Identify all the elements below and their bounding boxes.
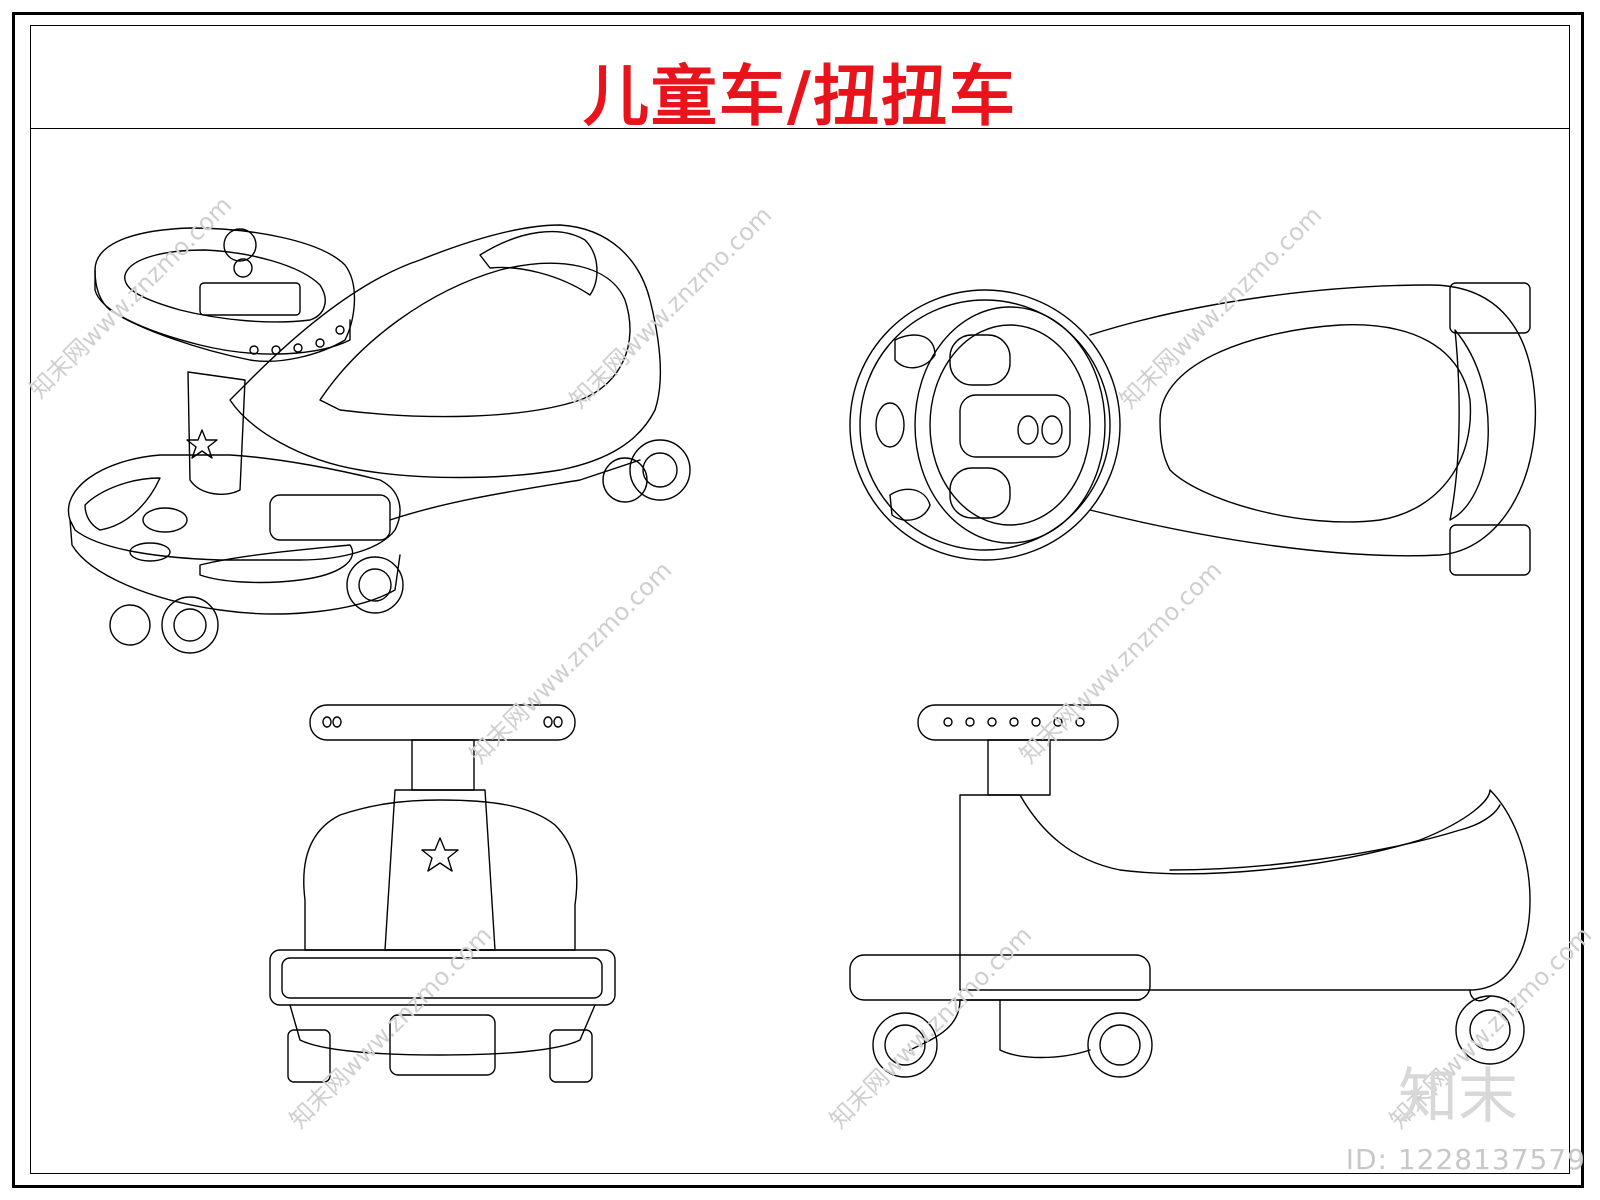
front-wheel-left [287,1029,331,1083]
iso-wheel-rim [94,269,351,355]
isometric-view [67,224,691,654]
iso-footrest-grip-left [84,477,161,531]
front-wheel-center [389,1014,496,1076]
iso-wheel-rear [629,439,691,501]
inner-frame [30,25,1570,1174]
side-view [849,704,1531,1078]
front-footrest [269,949,616,1006]
outer-frame [12,12,1584,1188]
brand-watermark: 知末 [1398,1062,1518,1132]
iso-footrest-hole [129,542,171,562]
iso-seat-body [229,224,662,479]
iso-backrest-handle [479,230,598,296]
iso-footrest [67,454,401,561]
drawing-title: 儿童车/扭扭车 [582,57,1018,135]
top-grip-top [949,334,1011,386]
iso-base-rail [389,459,641,521]
iso-cupholder [142,507,188,533]
top-texture-2 [889,488,931,521]
iso-footrest-grip-right [199,544,354,584]
front-star [421,837,459,872]
front-body [303,799,578,951]
side-wheel-mid [1087,1012,1153,1078]
iso-seat-inner [319,262,631,418]
top-rear-wheel-1 [1449,282,1531,334]
top-seat-recess [1159,324,1472,523]
iso-wheel-front-left-2 [109,604,151,646]
top-footrest-inner [859,299,1111,551]
iso-rear-step [269,494,391,541]
iso-wheel-front-left [161,596,219,654]
side-seat-line [1169,804,1501,871]
iso-wheel-knob [223,228,257,262]
top-steering-screen [959,394,1071,458]
side-wheel-front [872,1012,938,1078]
iso-wheel-screen [199,282,301,316]
front-view [269,704,616,1083]
front-wheel-right [549,1029,593,1083]
top-grip-bottom [949,467,1011,519]
iso-wheel-rear-2 [602,457,648,503]
top-view [849,282,1537,576]
title-band: 儿童车/扭扭车 [30,25,1570,135]
top-body-outline [1089,284,1537,557]
side-body [959,789,1531,991]
top-rear-wheel-2 [1449,524,1531,576]
top-texture-1 [894,334,936,369]
top-backrest [1449,329,1489,521]
iso-wheel-mid [346,556,404,614]
iso-column [187,371,246,496]
top-footrest-outer [849,289,1121,561]
top-steering-wheel [914,306,1106,544]
top-cupholder [875,402,905,448]
id-label: ID: 1228137579 [1345,1143,1586,1176]
iso-footrest-rim [69,519,401,615]
iso-wheel-knob-2 [233,258,253,278]
front-base [289,1004,596,1056]
side-base [909,999,1141,1059]
iso-star [186,429,218,459]
iso-wheel-inner [124,249,326,323]
